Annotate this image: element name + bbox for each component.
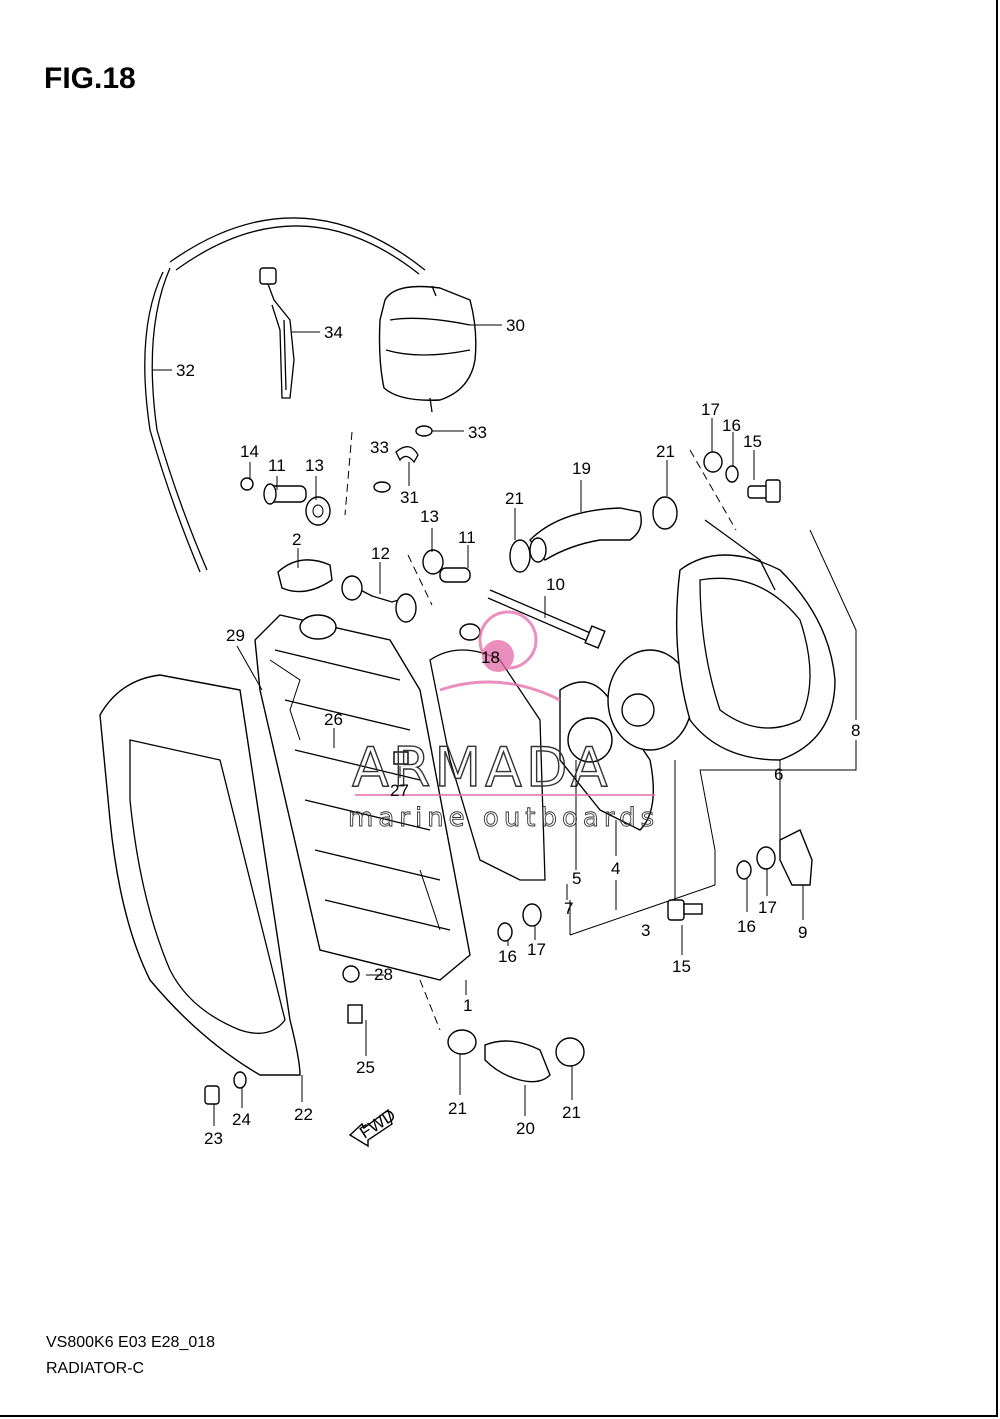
callout-7: 7	[564, 899, 573, 918]
callout-21-c: 21	[448, 1099, 467, 1118]
callout-17-a: 17	[701, 400, 720, 419]
callout-17-b: 17	[758, 898, 777, 917]
leader-lines	[152, 324, 857, 1126]
diagram-name: RADIATOR-C	[46, 1360, 145, 1377]
callout-14: 14	[240, 442, 259, 461]
part-12-bracket	[341, 575, 417, 623]
part-16-collar-center	[497, 922, 513, 942]
callout-4: 4	[611, 859, 620, 878]
part-21-clamp-a	[509, 539, 531, 573]
part-21-clamp-d	[555, 1037, 585, 1067]
callout-19: 19	[572, 459, 591, 478]
part-4-fan-blade	[559, 681, 655, 831]
callout-18: 18	[481, 648, 500, 667]
callout-33-b: 33	[370, 438, 389, 457]
part-27-bolt	[393, 751, 409, 765]
part-16-collar-upper	[725, 465, 739, 483]
callout-16-b: 16	[737, 917, 756, 936]
part-23-bolt	[204, 1085, 220, 1105]
callout-11-a: 11	[268, 456, 286, 475]
part-15-bolt-lower	[667, 899, 703, 921]
callout-26: 26	[324, 710, 343, 729]
callout-30: 30	[506, 316, 525, 335]
part-10-long-bolt	[487, 589, 606, 649]
watermark-tagline: marine outboards	[348, 803, 659, 833]
part-31-hose-small	[395, 446, 419, 464]
fwd-arrow: FWD	[348, 1105, 399, 1148]
part-21-clamp-c	[447, 1029, 477, 1055]
callout-23: 23	[204, 1129, 223, 1148]
part-14-nut	[240, 477, 254, 491]
part-21-clamp-b	[652, 496, 678, 530]
part-17-grommet-center	[522, 903, 542, 927]
part-13-bush-right	[422, 549, 444, 575]
part-22-shroud	[99, 674, 301, 1076]
part-24-washer	[233, 1071, 247, 1089]
part-30-reservoir-tank	[378, 285, 477, 413]
watermark-logo	[355, 610, 655, 796]
part-15-bolt-upper	[747, 479, 781, 503]
fwd-label: FWD	[356, 1105, 399, 1142]
callout-24: 24	[232, 1110, 251, 1129]
part-17-grommet-upper	[703, 451, 723, 473]
callout-21-b: 21	[656, 442, 675, 461]
callout-21-a: 21	[505, 489, 524, 508]
callout-11-b: 11	[458, 528, 476, 547]
guide-lines	[344, 431, 737, 1031]
callout-13-a: 13	[305, 456, 324, 475]
part-11-bolt-left	[263, 483, 307, 505]
callout-27: 27	[390, 781, 409, 800]
callout-21-d: 21	[562, 1103, 581, 1122]
callout-5: 5	[572, 869, 581, 888]
callout-29: 29	[226, 626, 245, 645]
callout-32: 32	[176, 361, 195, 380]
part-13-bush-left	[305, 496, 331, 526]
part-19-upper-hose	[529, 507, 642, 563]
callout-2: 2	[292, 530, 301, 549]
part-20-lower-hose	[484, 1040, 551, 1083]
part-9-plate	[779, 829, 813, 886]
callout-17-c: 17	[527, 940, 546, 959]
callout-16-a: 16	[722, 416, 741, 435]
callout-33-a: 33	[468, 423, 487, 442]
part-1-radiator-core	[254, 614, 471, 981]
part-33-clamp-upper	[415, 425, 433, 437]
callout-31: 31	[400, 488, 419, 507]
callout-9: 9	[798, 923, 807, 942]
callout-20: 20	[516, 1119, 535, 1138]
callout-1: 1	[463, 996, 472, 1015]
part-33-clamp-lower	[373, 481, 391, 493]
part-5-fan-motor	[607, 649, 693, 751]
callout-34: 34	[324, 323, 343, 342]
callout-8: 8	[851, 721, 860, 740]
part-6-fan-housing	[675, 519, 836, 761]
part-16-collar-right	[736, 860, 752, 880]
callout-15-b: 15	[672, 957, 691, 976]
callout-15-a: 15	[743, 432, 762, 451]
part-2-radiator-cap	[277, 559, 333, 593]
callout-numbers: 34 30 32 33 33 31 14 11 13 2 12 13 11 21…	[176, 316, 860, 1148]
callout-25: 25	[356, 1058, 375, 1077]
part-28-nut	[342, 965, 360, 983]
part-25-clip	[347, 1004, 363, 1024]
callout-16-c: 16	[498, 947, 517, 966]
part-11-bolt-right	[439, 567, 471, 583]
part-34-strap	[259, 267, 295, 399]
part-32-hose	[144, 217, 426, 573]
figure-title: FIG.18	[44, 62, 136, 95]
callout-13-b: 13	[420, 507, 439, 526]
callout-6: 6	[774, 765, 783, 784]
callout-3: 3	[641, 921, 650, 940]
part-17-grommet-right	[756, 846, 776, 870]
callout-10: 10	[546, 575, 565, 594]
diagram-code: VS800K6 E03 E28_018	[46, 1334, 216, 1351]
callout-22: 22	[294, 1105, 313, 1124]
watermark-brand: ARMADA	[352, 736, 612, 799]
callout-28: 28	[374, 965, 393, 984]
callout-12: 12	[371, 544, 390, 563]
